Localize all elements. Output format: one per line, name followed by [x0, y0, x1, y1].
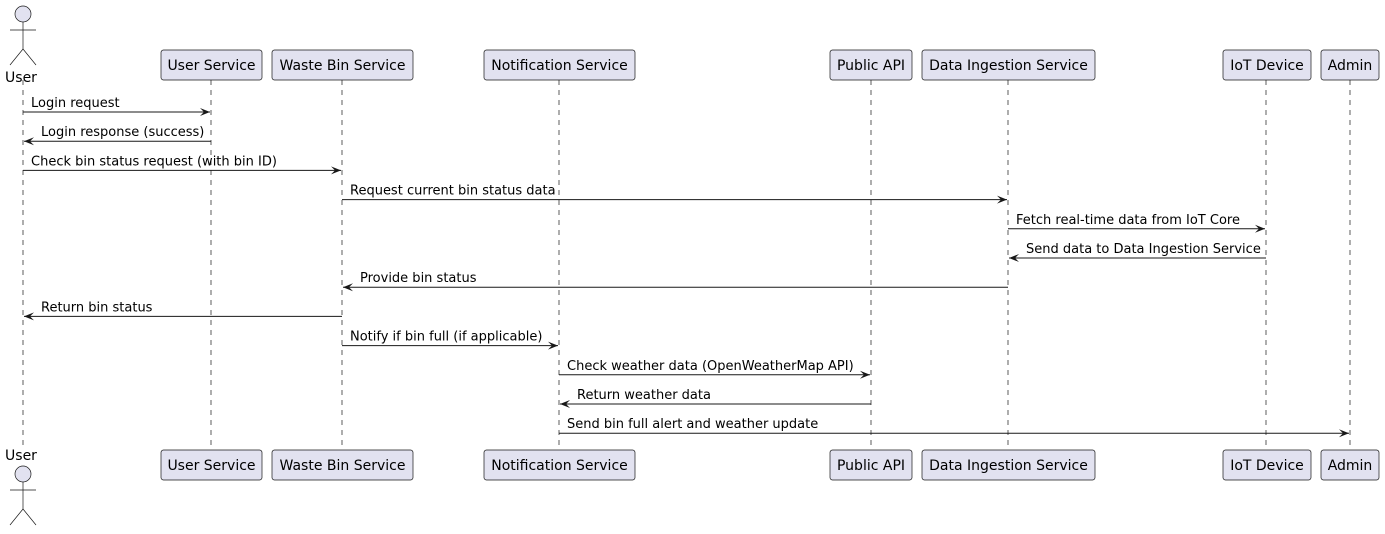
- message-label: Notify if bin full (if applicable): [350, 330, 542, 345]
- participant-box: [829, 449, 913, 481]
- participant-box: [1320, 49, 1380, 81]
- participant-label: Notification Service: [491, 58, 628, 74]
- message-label: Check bin status request (with bin ID): [31, 154, 277, 169]
- participant-label: IoT Device: [1230, 58, 1304, 74]
- message-5: Fetch real-time data from IoT Core: [1008, 213, 1265, 233]
- arrowhead: [997, 195, 1007, 204]
- message-label: Login request: [31, 96, 120, 111]
- participant-label: IoT Device: [1230, 458, 1304, 474]
- participant-label: Public API: [837, 458, 905, 474]
- participant-label: Public API: [837, 58, 905, 74]
- participant-public_api-bottom: Public API: [829, 449, 913, 481]
- message-label: Send data to Data Ingestion Service: [1026, 242, 1261, 257]
- participant-label: User Service: [167, 58, 255, 74]
- participant-box: [271, 49, 414, 81]
- arrowhead: [1339, 429, 1349, 438]
- participant-label: User Service: [167, 458, 255, 474]
- participant-box: [271, 449, 414, 481]
- participant-admin-bottom: Admin: [1320, 449, 1380, 481]
- message-2: Login response (success): [24, 125, 211, 146]
- message-3: Check bin status request (with bin ID): [23, 154, 341, 175]
- participant-waste_bin-bottom: Waste Bin Service: [271, 449, 414, 481]
- actor-user-bottom: User: [5, 448, 37, 526]
- message-label: Request current bin status data: [350, 184, 556, 199]
- message-label: Provide bin status: [360, 271, 477, 286]
- message-12: Send bin full alert and weather update: [559, 417, 1349, 438]
- arrowhead: [331, 166, 341, 175]
- participant-box: [829, 49, 913, 81]
- arrowhead: [343, 283, 353, 292]
- actor-user-top: User: [5, 5, 37, 86]
- participant-public_api-top: Public API: [829, 49, 913, 81]
- arrowhead: [560, 400, 570, 408]
- message-4: Request current bin status data: [342, 184, 1007, 204]
- arrowhead: [548, 341, 558, 350]
- message-label: Send bin full alert and weather update: [567, 417, 818, 432]
- message-10: Check weather data (OpenWeatherMap API): [559, 359, 870, 379]
- message-6: Send data to Data Ingestion Service: [1009, 242, 1266, 262]
- participant-label: Admin: [1328, 458, 1373, 474]
- participant-waste_bin-top: Waste Bin Service: [271, 49, 414, 81]
- participant-box: [921, 449, 1096, 481]
- arrowhead: [200, 108, 210, 116]
- actor-head: [14, 5, 32, 23]
- arrowhead: [860, 370, 870, 379]
- message-7: Provide bin status: [343, 271, 1008, 292]
- message-label: Fetch real-time data from IoT Core: [1016, 213, 1240, 228]
- participant-label: Data Ingestion Service: [929, 458, 1088, 474]
- participant-label: User: [5, 70, 37, 86]
- message-9: Notify if bin full (if applicable): [342, 330, 558, 350]
- participant-admin-top: Admin: [1320, 49, 1380, 81]
- message-label: Login response (success): [41, 125, 204, 140]
- participant-box: [160, 449, 263, 481]
- participant-box: [1320, 449, 1380, 481]
- participant-user_service-bottom: User Service: [160, 449, 263, 481]
- actor-leg-right: [22, 48, 37, 66]
- actor-leg-left: [9, 508, 24, 526]
- actor-head: [14, 465, 32, 483]
- participant-box: [921, 49, 1096, 81]
- participant-iot-bottom: IoT Device: [1222, 449, 1312, 481]
- message-8: Return bin status: [24, 300, 342, 321]
- participant-ingestion-top: Data Ingestion Service: [921, 49, 1096, 81]
- participant-box: [160, 49, 263, 81]
- message-1: Login request: [23, 96, 210, 116]
- participant-ingestion-bottom: Data Ingestion Service: [921, 449, 1096, 481]
- participant-notification-top: Notification Service: [483, 49, 636, 81]
- actor-leg-left: [9, 48, 24, 66]
- participant-box: [483, 449, 636, 481]
- message-label: Check weather data (OpenWeatherMap API): [567, 359, 854, 374]
- participant-box: [1222, 49, 1312, 81]
- participant-label: Data Ingestion Service: [929, 58, 1088, 74]
- participant-label: Admin: [1328, 58, 1373, 74]
- message-label: Return weather data: [577, 388, 711, 403]
- participant-iot-top: IoT Device: [1222, 49, 1312, 81]
- participant-label: User: [5, 448, 37, 464]
- participant-label: Notification Service: [491, 458, 628, 474]
- actor-leg-right: [22, 508, 37, 526]
- participant-label: Waste Bin Service: [280, 58, 406, 74]
- participant-box: [1222, 449, 1312, 481]
- arrowhead: [24, 312, 34, 321]
- arrowhead: [1255, 224, 1265, 233]
- participant-label: Waste Bin Service: [280, 458, 406, 474]
- message-11: Return weather data: [560, 388, 871, 408]
- participant-user_service-top: User Service: [160, 49, 263, 81]
- participant-box: [483, 49, 636, 81]
- message-label: Return bin status: [41, 300, 153, 315]
- participants-top: User User Service Waste Bin Service Notific…: [5, 5, 1380, 86]
- arrowhead: [24, 137, 34, 146]
- arrowhead: [1009, 254, 1019, 262]
- participant-notification-bottom: Notification Service: [483, 449, 636, 481]
